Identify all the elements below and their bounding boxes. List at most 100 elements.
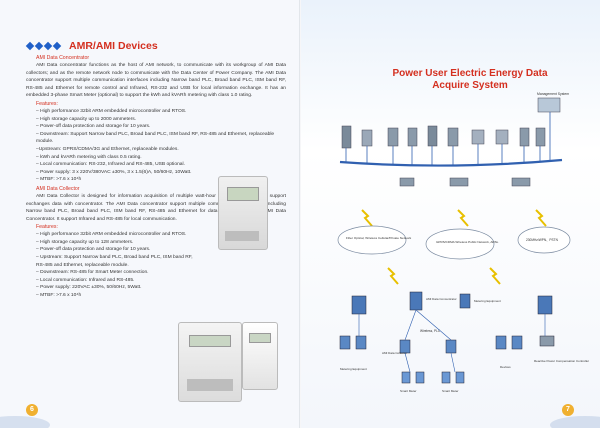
- workstation-icon: [471, 129, 485, 145]
- device-screen: [189, 335, 231, 347]
- feature-item: – High performance 32bit ARM embedded mi…: [36, 232, 187, 238]
- concentrator-description: AMI Data concentrator functions as the h…: [26, 63, 286, 99]
- collector-title: AMI Data Collector: [36, 185, 80, 192]
- server-icon: [387, 127, 399, 147]
- feature-item: – MTBF: >7.6 x 10⁴h: [36, 293, 82, 299]
- server-row: [341, 125, 546, 149]
- concentrator-icon: [537, 295, 553, 315]
- server-icon: [341, 125, 352, 149]
- feature-item: –Upstream: GPRS/CDMA/3G and Ethernet, re…: [36, 146, 179, 152]
- concentrator-row: AMI Data Concentrator Metering Equipment: [351, 291, 553, 315]
- lightning-icon: [489, 267, 501, 285]
- feature-item: – High storage capacity up to 2000 ammet…: [36, 116, 137, 122]
- network-cloud: [337, 225, 407, 255]
- smart-meter-icon: [455, 371, 465, 384]
- concentrator-icon: [409, 291, 423, 311]
- server-icon: [519, 127, 530, 147]
- feature-item: – Power-off data protection and storage …: [36, 247, 151, 253]
- feature-item: – Downstream: Support Narrow band PLC, B…: [36, 131, 275, 145]
- network-bus: [339, 158, 563, 167]
- lightning-icon: [535, 209, 547, 227]
- system-diagram: Management System Fiber Optical, Wireles…: [337, 92, 589, 393]
- concentrator-features: – High performance 32bit ARM embedded mi…: [26, 108, 286, 184]
- compensation-controller-icon: [539, 335, 555, 347]
- collector-features-label: Features:: [36, 224, 58, 231]
- lightning-icon: [361, 209, 373, 227]
- meter-icon: [355, 335, 367, 350]
- pstn-network-label: 230MHz/WPN、PSTN: [526, 238, 559, 242]
- feature-item: – Local communication: Infrared and RS-4…: [36, 277, 135, 283]
- smart-meter-icon: [441, 371, 451, 384]
- diamond-icon: [43, 41, 53, 51]
- meter-icon: [339, 335, 351, 350]
- diagram-title-line2: Acquire System: [432, 80, 508, 91]
- wireless-plc-label: Wireless, PLC: [420, 329, 441, 333]
- collector-features: – High performance 32bit ARM embedded mi…: [26, 231, 286, 299]
- page-number-right: 7: [562, 404, 574, 416]
- decorative-swoosh: [0, 416, 50, 428]
- diamond-icon: [25, 41, 35, 51]
- server-icon: [447, 127, 459, 147]
- diagram-title: Power User Electric Energy Data Acquire …: [370, 68, 570, 92]
- router-icon: [399, 177, 415, 187]
- section-heading: AMR/AMI Devices: [25, 40, 286, 52]
- server-icon: [535, 127, 546, 147]
- feature-item: – Downstream: RS-485 for Smart Meter con…: [36, 270, 149, 276]
- right-page: Power User Electric Energy Data Acquire …: [300, 0, 600, 428]
- feature-item: – High performance 32bit ARM embedded mi…: [36, 108, 187, 114]
- gprs-network-label: GPRS/CDMA Wireless Public Network, ADSL: [436, 240, 499, 244]
- server-icon: [407, 127, 418, 147]
- lightning-icon: [387, 267, 399, 285]
- ami-concentrator-label: AMI Data Concentrator: [426, 297, 457, 301]
- network-cloud: [517, 226, 571, 254]
- concentrator-photo: [218, 176, 268, 250]
- feature-item: – kWh and kVARh metering with class 0.5 …: [36, 154, 142, 160]
- device-screen: [227, 187, 259, 201]
- smart-meter-icon: [401, 371, 411, 384]
- server-icon: [449, 177, 469, 187]
- heading-diamonds: [25, 41, 62, 51]
- metering-equipment-label: Metering Equipment: [474, 299, 501, 303]
- workstation-icon: [495, 129, 509, 145]
- metering-equipment-label: Metering Equipment: [340, 367, 367, 371]
- page-gutter: [299, 0, 301, 428]
- feature-item: – Local communication: RS-232, Infrared …: [36, 162, 185, 168]
- smart-meter-label: Smart Meter: [442, 389, 459, 393]
- ami-collector-label: AMI Data Collector: [382, 351, 407, 355]
- concentrator-icon: [459, 293, 471, 309]
- device-screen: [249, 333, 271, 343]
- concentrator-features-label: Features:: [36, 100, 58, 107]
- management-system-label: Management System: [537, 92, 569, 96]
- concentrator-icon: [351, 295, 367, 315]
- decorative-swoosh: [550, 416, 600, 428]
- diamond-icon: [34, 41, 44, 51]
- printer-icon: [511, 177, 531, 187]
- fiber-network-label: Fiber Optical, Wireless Cellular/Private…: [346, 236, 412, 240]
- left-page: AMR/AMI Devices AMI Data Concentrator AM…: [0, 40, 286, 428]
- reactive-controller-label: Reactive Power Compensation Controller: [534, 359, 589, 363]
- diagram-title-line1: Power User Electric Energy Data: [392, 68, 548, 79]
- device-terminals: [187, 379, 233, 391]
- feature-item: – MTBF: >7.6 x 10⁴h: [36, 177, 82, 183]
- feature-item: – Power supply: 3 x 220V/380VAC ±30%, 3 …: [36, 169, 192, 175]
- smart-meter-icon: [415, 371, 425, 384]
- feature-item: – High storage capacity up to 128 ammete…: [36, 239, 134, 245]
- devices-label: Devices: [500, 365, 511, 369]
- collector-description: AMI Data Collector is designed for infor…: [26, 193, 286, 222]
- feature-item: – Power supply: 220VAC ±30%, 50/60Hz, 5W…: [36, 285, 142, 291]
- management-building: [537, 97, 561, 113]
- meter-icon: [511, 335, 523, 350]
- network-cloud: [425, 228, 495, 260]
- feature-item: – Upstream: Support Narrow band PLC, Bro…: [36, 255, 193, 268]
- smart-meter-row: [401, 371, 465, 384]
- collector-row: AMI Data Collector: [339, 335, 555, 355]
- server-icon: [361, 129, 373, 147]
- diamond-icon: [52, 41, 62, 51]
- meter-icon: [495, 335, 507, 350]
- device-terminals: [225, 231, 259, 241]
- lightning-icon: [457, 209, 469, 227]
- feature-item: – Power-off data protection and storage …: [36, 124, 151, 130]
- collector-photo: [178, 322, 242, 402]
- collector-photo-small: [242, 322, 278, 390]
